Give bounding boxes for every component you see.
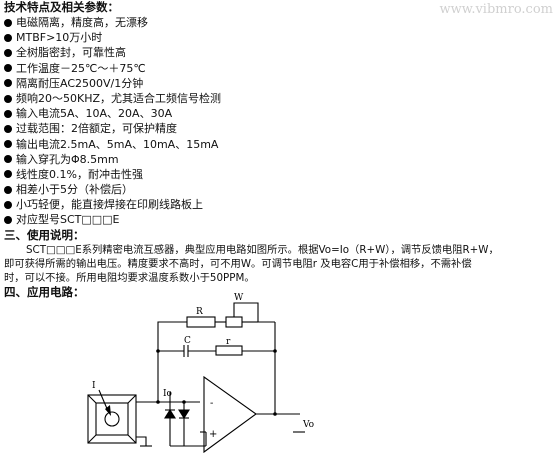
bullet-icon bbox=[4, 18, 12, 27]
junction-dot bbox=[273, 349, 277, 353]
feature-text: 输出电流2.5mA、5mA、10mA、15mA bbox=[16, 137, 219, 151]
junction-dot bbox=[156, 400, 160, 404]
feature-item: 全树脂密封，可靠性高 bbox=[4, 45, 556, 60]
usage-line-3: 时，可以不接。所用电阻均要求温度系数小于50PPM。 bbox=[4, 271, 255, 284]
feature-text: 全树脂密封，可靠性高 bbox=[16, 46, 126, 60]
label-non-inverting: + bbox=[209, 429, 217, 440]
label-Io: Io bbox=[163, 389, 172, 399]
feature-text: 小巧轻便，能直接焊接在印刷线路板上 bbox=[16, 198, 203, 212]
label-Vo: Vo bbox=[302, 420, 314, 430]
feature-text: MTBF>10万小时 bbox=[16, 31, 103, 45]
resistor-R bbox=[186, 316, 216, 328]
feature-item: 小巧轻便，能直接焊接在印刷线路板上 bbox=[4, 197, 556, 212]
potentiometer-wiper-wire bbox=[233, 302, 259, 322]
sensor-through-hole bbox=[104, 411, 120, 427]
feature-text: 输入电流5A、10A、20A、30A bbox=[16, 107, 173, 121]
features-heading: 技术特点及相关参数： bbox=[4, 0, 119, 14]
section-circuit-title: 四、应用电路： bbox=[4, 284, 85, 299]
resistor-r bbox=[215, 345, 243, 356]
feature-item: 过载范围：2倍额定，可保护精度 bbox=[4, 121, 556, 136]
diode-1 bbox=[164, 408, 176, 419]
feature-item: 线性度0.1%，耐冲击性强 bbox=[4, 167, 556, 182]
diode-2 bbox=[178, 409, 190, 420]
input-current-arrowhead bbox=[105, 405, 111, 416]
feature-text: 相差小于5分（补偿后） bbox=[16, 183, 133, 197]
feature-item: 对应型号SCT□□□E bbox=[4, 212, 556, 227]
sensor-box bbox=[87, 394, 137, 444]
feature-text: 频响20～50KHZ，尤其适合工频信号检测 bbox=[16, 91, 222, 105]
feature-text: 隔离耐压AC2500V/1分钟 bbox=[16, 76, 144, 90]
feature-text: 输入穿孔为Φ8.5mm bbox=[16, 152, 119, 166]
junction-dot bbox=[156, 349, 160, 353]
sensor-inner-square bbox=[95, 402, 129, 436]
bullet-icon bbox=[4, 33, 12, 42]
feature-list: 电磁隔离，精度高，无漂移 MTBF>10万小时全树脂密封，可靠性高工作温度－25℃… bbox=[4, 15, 556, 228]
feature-item: 输入电流5A、10A、20A、30A bbox=[4, 106, 556, 121]
potentiometer-W bbox=[225, 316, 243, 328]
sensor-corner-line bbox=[127, 394, 137, 404]
section-usage-title: 三、使用说明： bbox=[4, 227, 85, 242]
document: 技术特点及相关参数： 电磁隔离，精度高，无漂移 MTBF>10万小时全树脂密封，可… bbox=[4, 0, 556, 300]
feature-item: 相差小于5分（补偿后） bbox=[4, 182, 556, 197]
ground-wire-left bbox=[136, 436, 147, 446]
feedback-wire-top bbox=[136, 321, 187, 403]
bullet-icon bbox=[4, 64, 12, 73]
bullet-icon bbox=[4, 170, 12, 179]
feature-text: 线性度0.1%，耐冲击性强 bbox=[16, 167, 143, 181]
feature-text: 电磁隔离，精度高，无漂移 bbox=[16, 16, 148, 29]
bullet-icon bbox=[4, 216, 12, 225]
bullet-icon bbox=[4, 185, 12, 194]
label-I: I bbox=[92, 381, 96, 391]
feature-item: 电磁隔离，精度高，无漂移 bbox=[4, 15, 556, 30]
feature-item: 输入穿孔为Φ8.5mm bbox=[4, 152, 556, 167]
sensor-corner-line bbox=[87, 394, 97, 404]
bullet-icon bbox=[4, 79, 12, 88]
bullet-icon bbox=[4, 109, 12, 118]
label-C: C bbox=[184, 336, 191, 346]
bullet-icon bbox=[4, 140, 12, 149]
sensor-corner-line bbox=[87, 434, 97, 444]
bullet-icon bbox=[4, 155, 12, 164]
bullet-icon bbox=[4, 124, 12, 133]
feature-text: 工作温度－25℃～＋75℃ bbox=[16, 61, 146, 75]
feature-item: MTBF>10万小时 bbox=[4, 30, 556, 45]
watermark: www.vibmro.com bbox=[439, 2, 553, 17]
label-inverting: - bbox=[210, 398, 213, 409]
feature-item: 输出电流2.5mA、5mA、10mA、15mA bbox=[4, 137, 556, 152]
feature-item: 频响20～50KHZ，尤其适合工频信号检测 bbox=[4, 91, 556, 106]
bullet-icon bbox=[4, 200, 12, 209]
label-W: W bbox=[234, 293, 244, 303]
junction-dot bbox=[273, 412, 277, 416]
op-amp bbox=[203, 375, 257, 454]
input-current-arrow bbox=[98, 389, 109, 412]
usage-line-1: SCT□□□E系列精密电流互感器，典型应用电路如图所示。根据Vo=Io（R+W）… bbox=[26, 243, 499, 256]
label-R: R bbox=[196, 307, 203, 317]
feature-text: 过载范围：2倍额定，可保护精度 bbox=[16, 122, 177, 136]
bullet-icon bbox=[4, 94, 12, 103]
bullet-icon bbox=[4, 48, 12, 57]
usage-line-2: 即可获得所需的输出电压。精度要求不高时，可不用W。可调节电阻r 及电容C用于补偿… bbox=[4, 257, 472, 270]
junction-dot bbox=[182, 400, 186, 404]
feature-item: 隔离耐压AC2500V/1分钟 bbox=[4, 76, 556, 91]
sensor-corner-line bbox=[127, 434, 137, 444]
label-r: r bbox=[226, 337, 231, 347]
feature-item: 工作温度－25℃～＋75℃ bbox=[4, 61, 556, 76]
feature-text: 对应型号SCT□□□E bbox=[16, 213, 120, 227]
